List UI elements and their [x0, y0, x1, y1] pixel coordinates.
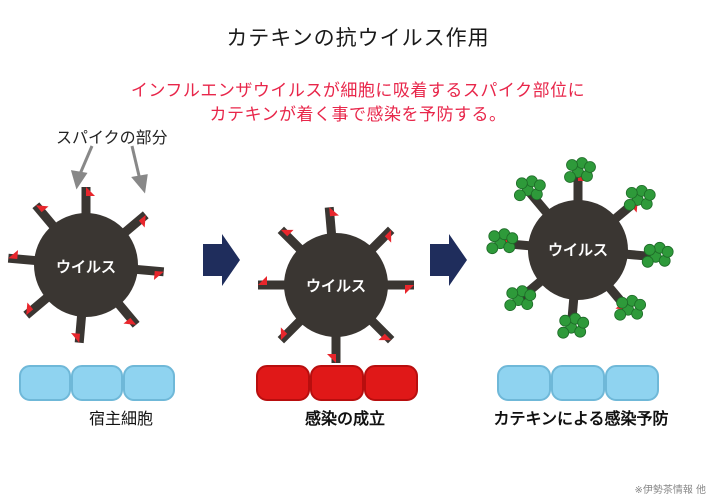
spike-stalk — [32, 202, 59, 232]
virus-body — [528, 200, 628, 300]
virus-label-1: ウイルス — [56, 258, 116, 276]
catechin-dot — [513, 189, 526, 202]
catechin-dot — [623, 198, 636, 211]
caption-prevention: カテキンによる感染予防 — [493, 409, 669, 428]
spike-tip — [378, 333, 392, 341]
footnote: ※伊勢茶情報 他 — [634, 485, 706, 496]
spike-tip — [71, 332, 80, 343]
virus-body — [34, 213, 138, 317]
subtitle-line-1: インフルエンザウイルスが細胞に吸着するスパイク部位に — [130, 81, 586, 101]
catechin-dot — [625, 186, 638, 199]
spike-tip — [327, 354, 336, 363]
catechin-dot — [557, 326, 570, 339]
catechin-dot — [506, 232, 519, 245]
spike-stalk — [113, 298, 140, 328]
virus-label-3: ウイルス — [548, 241, 608, 259]
host-cells-3 — [497, 365, 659, 401]
host-cells-2-infected — [256, 365, 418, 401]
catechin-dot — [564, 171, 576, 183]
spike-tip — [138, 214, 146, 228]
catechin-dot — [616, 296, 629, 309]
catechin-dot — [614, 308, 627, 321]
spike-tip — [8, 250, 19, 259]
catechin-dot — [661, 245, 674, 258]
virus-3-catechin-bound — [486, 157, 674, 339]
virus-1 — [7, 187, 165, 344]
spike-stalk — [74, 312, 87, 344]
virus-2 — [258, 206, 414, 363]
catechin-dot — [533, 179, 546, 192]
host-cell — [123, 365, 175, 401]
catechin-dot — [634, 298, 647, 311]
catechin-dot — [506, 287, 519, 300]
host-cell — [605, 365, 659, 401]
progress-arrow-2 — [430, 234, 467, 286]
spike-tip — [280, 229, 294, 237]
spike-tip — [26, 302, 34, 316]
host-cell — [364, 365, 418, 401]
catechin-dot — [641, 255, 654, 268]
catechin-dot — [524, 289, 537, 302]
host-cell — [71, 365, 123, 401]
spike-tip — [280, 327, 288, 341]
host-cell — [19, 365, 71, 401]
catechin-dot — [486, 242, 499, 255]
catechin-dot — [643, 188, 656, 201]
catechin-dot — [577, 316, 590, 329]
catechin-dot — [488, 230, 501, 243]
spike-tip — [86, 187, 95, 196]
spike-tip — [384, 229, 392, 243]
catechin-dot — [559, 314, 572, 327]
progress-arrow-1 — [203, 234, 240, 286]
host-cell — [256, 365, 310, 401]
spike-pointer-arrows — [70, 145, 148, 194]
spike-tip — [258, 276, 267, 285]
catechin-dot — [643, 243, 656, 256]
virus-body — [284, 233, 388, 337]
host-cell — [310, 365, 364, 401]
spike-stalk — [277, 226, 306, 255]
spike-tip — [329, 207, 339, 217]
catechin-dot — [504, 299, 517, 312]
spike-tip — [123, 317, 137, 325]
spike-tip — [153, 271, 164, 280]
diagram-title: カテキンの抗ウイルス作用 — [226, 26, 490, 50]
host-cell — [497, 365, 551, 401]
catechin-dot — [584, 161, 596, 173]
spike-label: スパイクの部分 — [56, 128, 168, 147]
caption-host-cell: 宿主細胞 — [88, 409, 153, 428]
virus-label-2: ウイルス — [306, 277, 366, 295]
subtitle-line-2: カテキンが着く事で感染を予防する。 — [209, 105, 507, 125]
spike-tip — [405, 285, 414, 294]
host-cell — [551, 365, 605, 401]
caption-infection: 感染の成立 — [304, 409, 385, 428]
host-cells-1 — [19, 365, 175, 401]
spike-tip — [35, 205, 49, 213]
spike-stalk — [133, 264, 165, 277]
catechin-dot — [566, 159, 578, 171]
catechin-dot — [515, 177, 528, 190]
